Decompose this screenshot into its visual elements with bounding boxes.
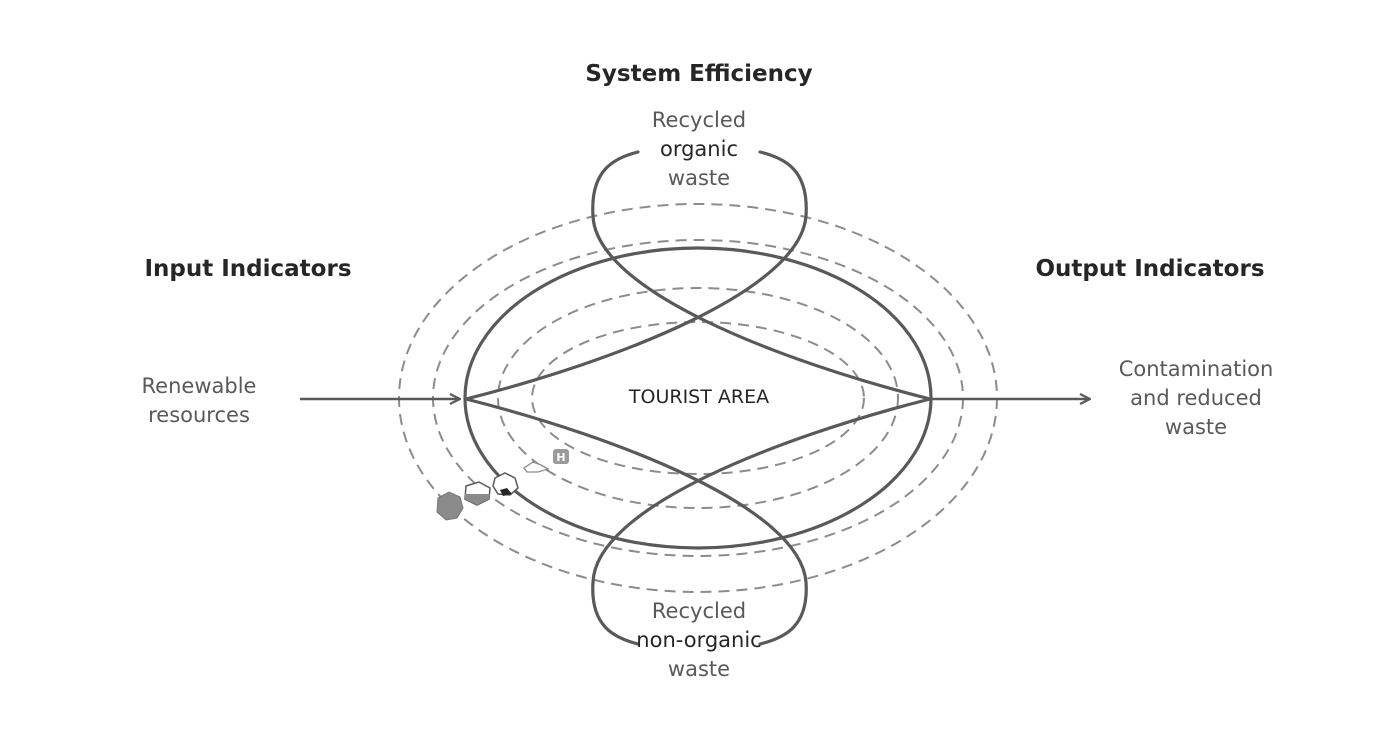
label-tourist-area: TOURIST AREA bbox=[628, 386, 770, 408]
label-bottom-line-3: waste bbox=[667, 657, 731, 681]
hotel-badge-icon bbox=[553, 449, 569, 464]
label-recycled-non-organic-waste: Recycled non-organic waste bbox=[636, 597, 761, 684]
islands: H bbox=[436, 449, 569, 521]
island-large-icon bbox=[436, 491, 464, 521]
island-medium-fill-icon bbox=[465, 494, 490, 505]
bottom-loop bbox=[464, 397, 808, 646]
label-top-line-3: waste bbox=[667, 166, 731, 190]
bottom-loop-left bbox=[591, 397, 932, 646]
label-recycled-organic-waste: Recycled organic waste bbox=[652, 106, 746, 193]
dashed-ring-3 bbox=[497, 287, 899, 509]
header-output-indicators: Output Indicators bbox=[1035, 256, 1265, 282]
island-small-dark-icon bbox=[500, 488, 512, 496]
label-renewable-resources: Renewable resources bbox=[142, 372, 257, 430]
header-system-efficiency: System Efficiency bbox=[585, 61, 813, 87]
dashed-ring-inner bbox=[531, 321, 865, 475]
label-right-line-1: Contamination bbox=[1118, 357, 1274, 381]
label-top-line-2: organic bbox=[659, 137, 739, 161]
label-right-line-3: waste bbox=[1164, 415, 1228, 439]
top-loop-left bbox=[591, 150, 932, 401]
island-tiny-icon bbox=[523, 461, 550, 473]
island-small-icon bbox=[492, 472, 519, 496]
label-left-line-2: resources bbox=[148, 403, 250, 427]
top-loop bbox=[464, 150, 808, 401]
label-right-line-2: and reduced bbox=[1130, 386, 1262, 410]
label-top-line-1: Recycled bbox=[651, 108, 747, 132]
label-bottom-line-1: Recycled bbox=[651, 599, 747, 623]
label-contamination-reduced-waste: Contamination and reduced waste bbox=[1119, 355, 1274, 442]
label-bottom-line-2: non-organic bbox=[636, 628, 762, 652]
label-left-line-1: Renewable bbox=[141, 374, 257, 398]
lens-loops bbox=[464, 150, 932, 646]
hotel-badge-letter: H bbox=[556, 451, 565, 464]
header-input-indicators: Input Indicators bbox=[144, 256, 352, 282]
